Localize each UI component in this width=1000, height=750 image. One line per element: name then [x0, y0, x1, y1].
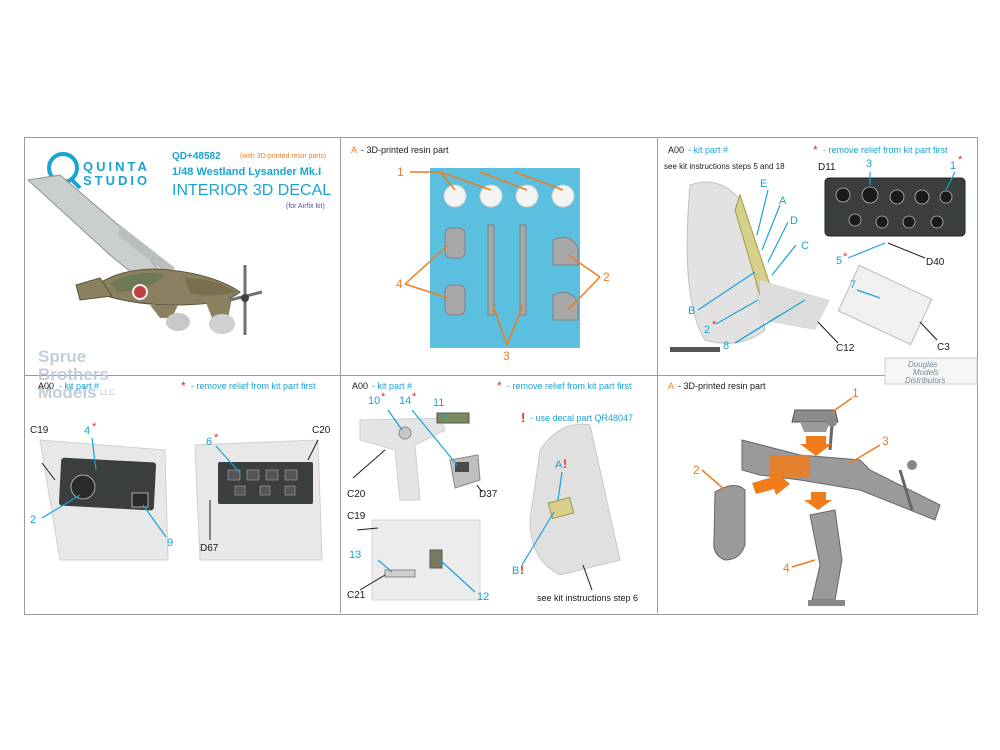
panel3-legend-text: - kit part # — [688, 145, 729, 155]
panel4-label-2: 2 — [30, 514, 37, 526]
panel3-legend-key: A00 — [668, 145, 685, 155]
panel4-legend-key: A00 — [38, 381, 55, 391]
panel4-asterisk-6-icon: * — [214, 432, 219, 444]
panel4-label-C20: C20 — [312, 425, 331, 436]
panel5-label-B: B — [512, 565, 520, 577]
panel5-asterisk-10-icon: * — [381, 391, 386, 403]
panel5-asterisk-icon: * — [497, 379, 502, 393]
panel5-label-D37: D37 — [479, 489, 498, 500]
panel4-legend-text: - kit part # — [59, 381, 100, 391]
panel5-label-C19: C19 — [347, 511, 366, 522]
panel3-steps-note: see kit instructions steps 5 and 18 — [664, 162, 785, 171]
panel5-relief-text: - remove relief from kit part first — [507, 381, 632, 391]
product-code: QD+48582 — [172, 151, 221, 162]
panel4-asterisk-4-icon: * — [92, 421, 97, 433]
panel5-label-14: 14 — [399, 395, 412, 407]
panel6-callout-4: 4 — [783, 561, 790, 575]
panel3-label-E: E — [760, 178, 768, 190]
panel3-label-8: 8 — [723, 340, 730, 352]
watermark-sprue-1: Sprue — [38, 347, 87, 366]
panel3-label-1: 1 — [950, 160, 957, 172]
panel3-asterisk-1-icon: * — [958, 154, 963, 166]
panel3-asterisk-5-icon: * — [843, 251, 848, 263]
panel3-label-A: A — [779, 195, 787, 207]
product-kit: (for Airfix kit) — [286, 203, 325, 210]
panel5-legend-key: A00 — [352, 381, 369, 391]
panel3-label-7: 7 — [850, 279, 857, 291]
panel6-callout-2: 2 — [693, 463, 700, 477]
panel5-label-13: 13 — [349, 549, 362, 561]
panel3-label-5: 5 — [836, 255, 843, 267]
panel3-label-C12: C12 — [836, 343, 855, 354]
panel2-callout-2: 2 — [603, 270, 610, 284]
product-code-note: (with 3D-printed resin parts) — [240, 153, 327, 160]
divider-mid-left — [24, 375, 341, 376]
panel4-label-D67: D67 — [200, 543, 219, 554]
panel6-legend-key: A — [668, 381, 675, 391]
panel2-legend-key: A — [351, 145, 358, 155]
panel5-label-A: A — [555, 459, 563, 471]
panel2-legend-text: - 3D-printed resin part — [361, 145, 449, 155]
panel4-label-C19: C19 — [30, 425, 49, 436]
panel4-label-4: 4 — [84, 425, 91, 437]
panel5-steps-note: see kit instructions step 6 — [537, 593, 639, 603]
panel4-label-6: 6 — [206, 436, 213, 448]
panel5-decal-text: - use decal part QR48047 — [530, 413, 634, 423]
watermark-sprue-3: Models — [38, 383, 97, 402]
panel3-asterisk-icon: * — [813, 143, 818, 157]
panel5-label-10: 10 — [368, 395, 381, 407]
watermark-sprue-4: LLC — [100, 388, 115, 397]
panel3-label-3: 3 — [866, 158, 873, 170]
panel4-label-9: 9 — [167, 537, 174, 549]
panel5-exclamation-A-icon: ! — [563, 457, 567, 471]
machine-gun-illustration — [713, 409, 941, 606]
panel3-label-2: 2 — [704, 324, 711, 336]
panel6-callout-1: 1 — [852, 386, 859, 400]
panel3-label-C3: C3 — [937, 342, 950, 353]
product-subtitle: INTERIOR 3D DECAL — [172, 182, 332, 199]
panel2-callout-1: 1 — [397, 165, 404, 179]
watermark-douglas-3: Distributors — [905, 376, 946, 385]
watermark-sprue-2: Brothers — [38, 365, 109, 384]
watermark-douglas-2: Models — [913, 368, 939, 377]
brand-line1: QUINTA — [83, 159, 150, 174]
panel5-label-C21: C21 — [347, 590, 366, 601]
panel3-label-D40: D40 — [926, 257, 945, 268]
panel3-label-D11: D11 — [818, 162, 836, 173]
divider-mid-right — [340, 375, 976, 376]
panel5-asterisk-14-icon: * — [412, 391, 417, 403]
panel3-label-B: B — [688, 305, 696, 317]
brand-line2: STUDIO — [83, 173, 151, 188]
panel3-asterisk-2-icon: * — [712, 319, 717, 331]
panel6-callout-3: 3 — [882, 434, 889, 448]
panel5-exclamation-icon: ! — [521, 410, 526, 425]
panel4-relief-text: - remove relief from kit part first — [191, 381, 316, 391]
panel2-callout-3: 3 — [503, 349, 510, 363]
panel3-relief-text: - remove relief from kit part first — [823, 145, 948, 155]
panel5-label-C20: C20 — [347, 489, 366, 500]
panel2-callout-4: 4 — [396, 277, 403, 291]
panel6-legend-text: - 3D-printed resin part — [678, 381, 766, 391]
panel5-label-11: 11 — [433, 397, 445, 409]
watermark-douglas-1: Douglas — [908, 360, 938, 369]
lysander-aircraft-illustration — [26, 174, 263, 335]
panel5-label-12: 12 — [477, 591, 490, 603]
panel5-legend-text: - kit part # — [372, 381, 413, 391]
panel5-exclamation-B-icon: ! — [520, 563, 524, 577]
panel3-label-C: C — [801, 240, 809, 252]
panel3-label-D: D — [790, 215, 798, 227]
panel4-asterisk-icon: * — [181, 379, 186, 393]
product-title: 1/48 Westland Lysander Mk.I — [172, 166, 322, 178]
